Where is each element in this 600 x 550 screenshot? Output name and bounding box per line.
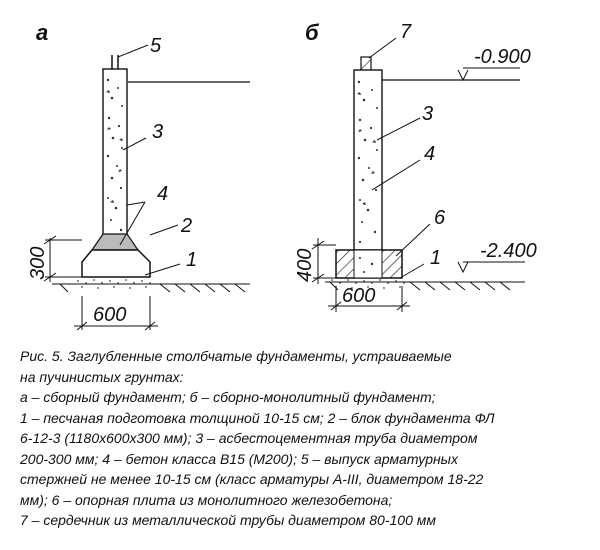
panel-a-ground-hatch: [59, 283, 246, 293]
caption-line: мм); 6 – опорная плита из монолитного же…: [20, 491, 393, 508]
panel-a-concrete-fill: [106, 78, 123, 242]
caption-line: стержней не менее 10-15 см (класс армату…: [20, 471, 484, 487]
panel-a-letter: а: [36, 20, 48, 45]
panel-a-callout-3: 3: [152, 121, 163, 143]
panel-a-collar: [90, 233, 140, 251]
panel-b-callout-7: 7: [400, 21, 412, 43]
panel-a-callout-1: 1: [186, 249, 197, 271]
panel-a-dim-height: 300: [27, 247, 49, 280]
panel-b-pipe-column: [353, 69, 383, 251]
panel-b-leaders: [368, 37, 431, 279]
caption-line: 6-12-3 (1180х600х300 мм); 3 – асбестоцем…: [20, 430, 478, 446]
panel-b-level-marker-bottom: [457, 261, 525, 274]
panel-a-height-dim: [43, 235, 82, 282]
panel-b-callout-4: 4: [424, 143, 435, 165]
panel-a-sand-bed: [77, 279, 151, 289]
panel-b-concrete-fill: [357, 80, 378, 244]
panel-a-rebar: [111, 55, 119, 70]
panel-b-callout-1: 1: [430, 247, 441, 269]
panel-b-level-bottom: -2.400: [480, 240, 537, 262]
panel-b-height-dim: [311, 238, 336, 284]
figure-caption: Рис. 5. Заглубленные столбчатые фундамен…: [20, 346, 590, 531]
caption-line: 1 – песчаная подготовка толщиной 10-15 с…: [20, 409, 495, 426]
caption-line: 200-300 мм; 4 – бетон класса В15 (М200);…: [20, 450, 458, 467]
panel-b-callout-6: 6: [434, 207, 446, 229]
panel-a-foundation-block: [81, 249, 151, 278]
panel-b-ground-hatch: [329, 281, 511, 291]
caption-line: 7 – сердечник из металлической трубы диа…: [20, 512, 436, 528]
caption-line: а – сборный фундамент; б – сборно-моноли…: [20, 389, 436, 405]
panel-b-dim-height: 400: [294, 249, 316, 282]
panel-b-letter: б: [305, 20, 320, 45]
panel-a-leaders: [117, 44, 181, 276]
panel-b-steel-core: [360, 56, 372, 72]
foundation-diagram: а: [27, 20, 537, 331]
panel-b-width-dim: [328, 286, 410, 312]
panel-b: б -0.900 -2.400: [294, 20, 537, 312]
panel-a-pipe-column: [102, 68, 128, 250]
panel-a: а: [27, 20, 250, 331]
panel-b-callout-3: 3: [422, 103, 433, 125]
panel-b-level-top: -0.900: [474, 46, 531, 68]
panel-a-callout-4: 4: [157, 183, 168, 205]
panel-a-callout-5: 5: [150, 35, 162, 57]
panel-a-dim-width: 600: [93, 304, 126, 326]
panel-a-width-dim: [74, 296, 158, 331]
caption-line: Рис. 5. Заглубленные столбчатые фундамен…: [20, 348, 452, 364]
panel-a-callout-2: 2: [180, 215, 192, 237]
panel-b-level-marker-top: [457, 67, 520, 82]
caption-line: на пучинистых грунтах:: [20, 368, 184, 385]
panel-b-dim-width: 600: [342, 285, 375, 307]
